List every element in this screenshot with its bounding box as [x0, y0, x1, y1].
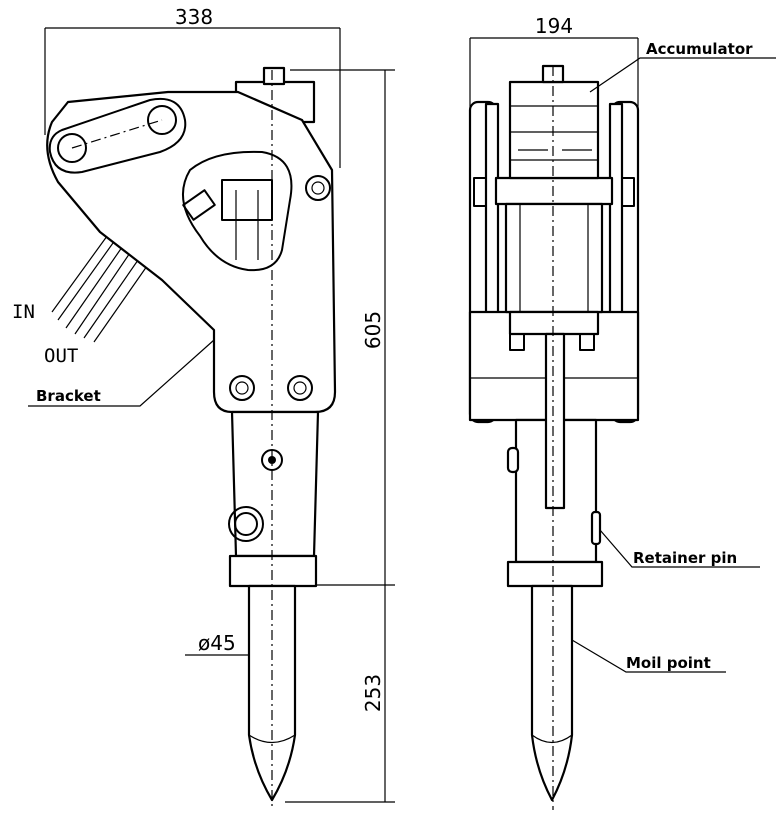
dim-body-height: 605 [361, 311, 385, 349]
dim-tool-diameter: ø45 [198, 631, 236, 655]
front-dimension-lines [469, 37, 639, 110]
dim-tool-length: 253 [361, 674, 385, 712]
side-dimension-lines [44, 27, 395, 803]
side-view [28, 27, 395, 810]
front-view [468, 37, 776, 810]
moil-point-label: Moil point [626, 654, 711, 672]
dim-front-width: 194 [535, 14, 573, 38]
retainer-pin-leader [599, 529, 760, 568]
moil-point-leader [571, 639, 726, 673]
hose-out-label: OUT [44, 345, 78, 367]
hose-in-label: IN [12, 301, 35, 323]
bracket-label: Bracket [36, 387, 101, 405]
accumulator [508, 64, 600, 180]
hydraulic-hoses [51, 231, 155, 343]
bracket-plate [46, 90, 337, 414]
valve-window [182, 150, 293, 272]
front-moil-point [530, 584, 574, 802]
front-bolts [473, 177, 635, 351]
retainer-pin-label: Retainer pin [633, 549, 737, 567]
retainer-pin [590, 510, 602, 546]
accumulator-leader [589, 57, 776, 93]
dim-side-width: 338 [175, 5, 213, 29]
bracket-bolts [229, 175, 331, 401]
side-lower-body [228, 410, 320, 588]
mounting-slot [48, 98, 187, 174]
bracket-leader [28, 339, 215, 407]
accumulator-label: Accumulator [646, 40, 753, 58]
